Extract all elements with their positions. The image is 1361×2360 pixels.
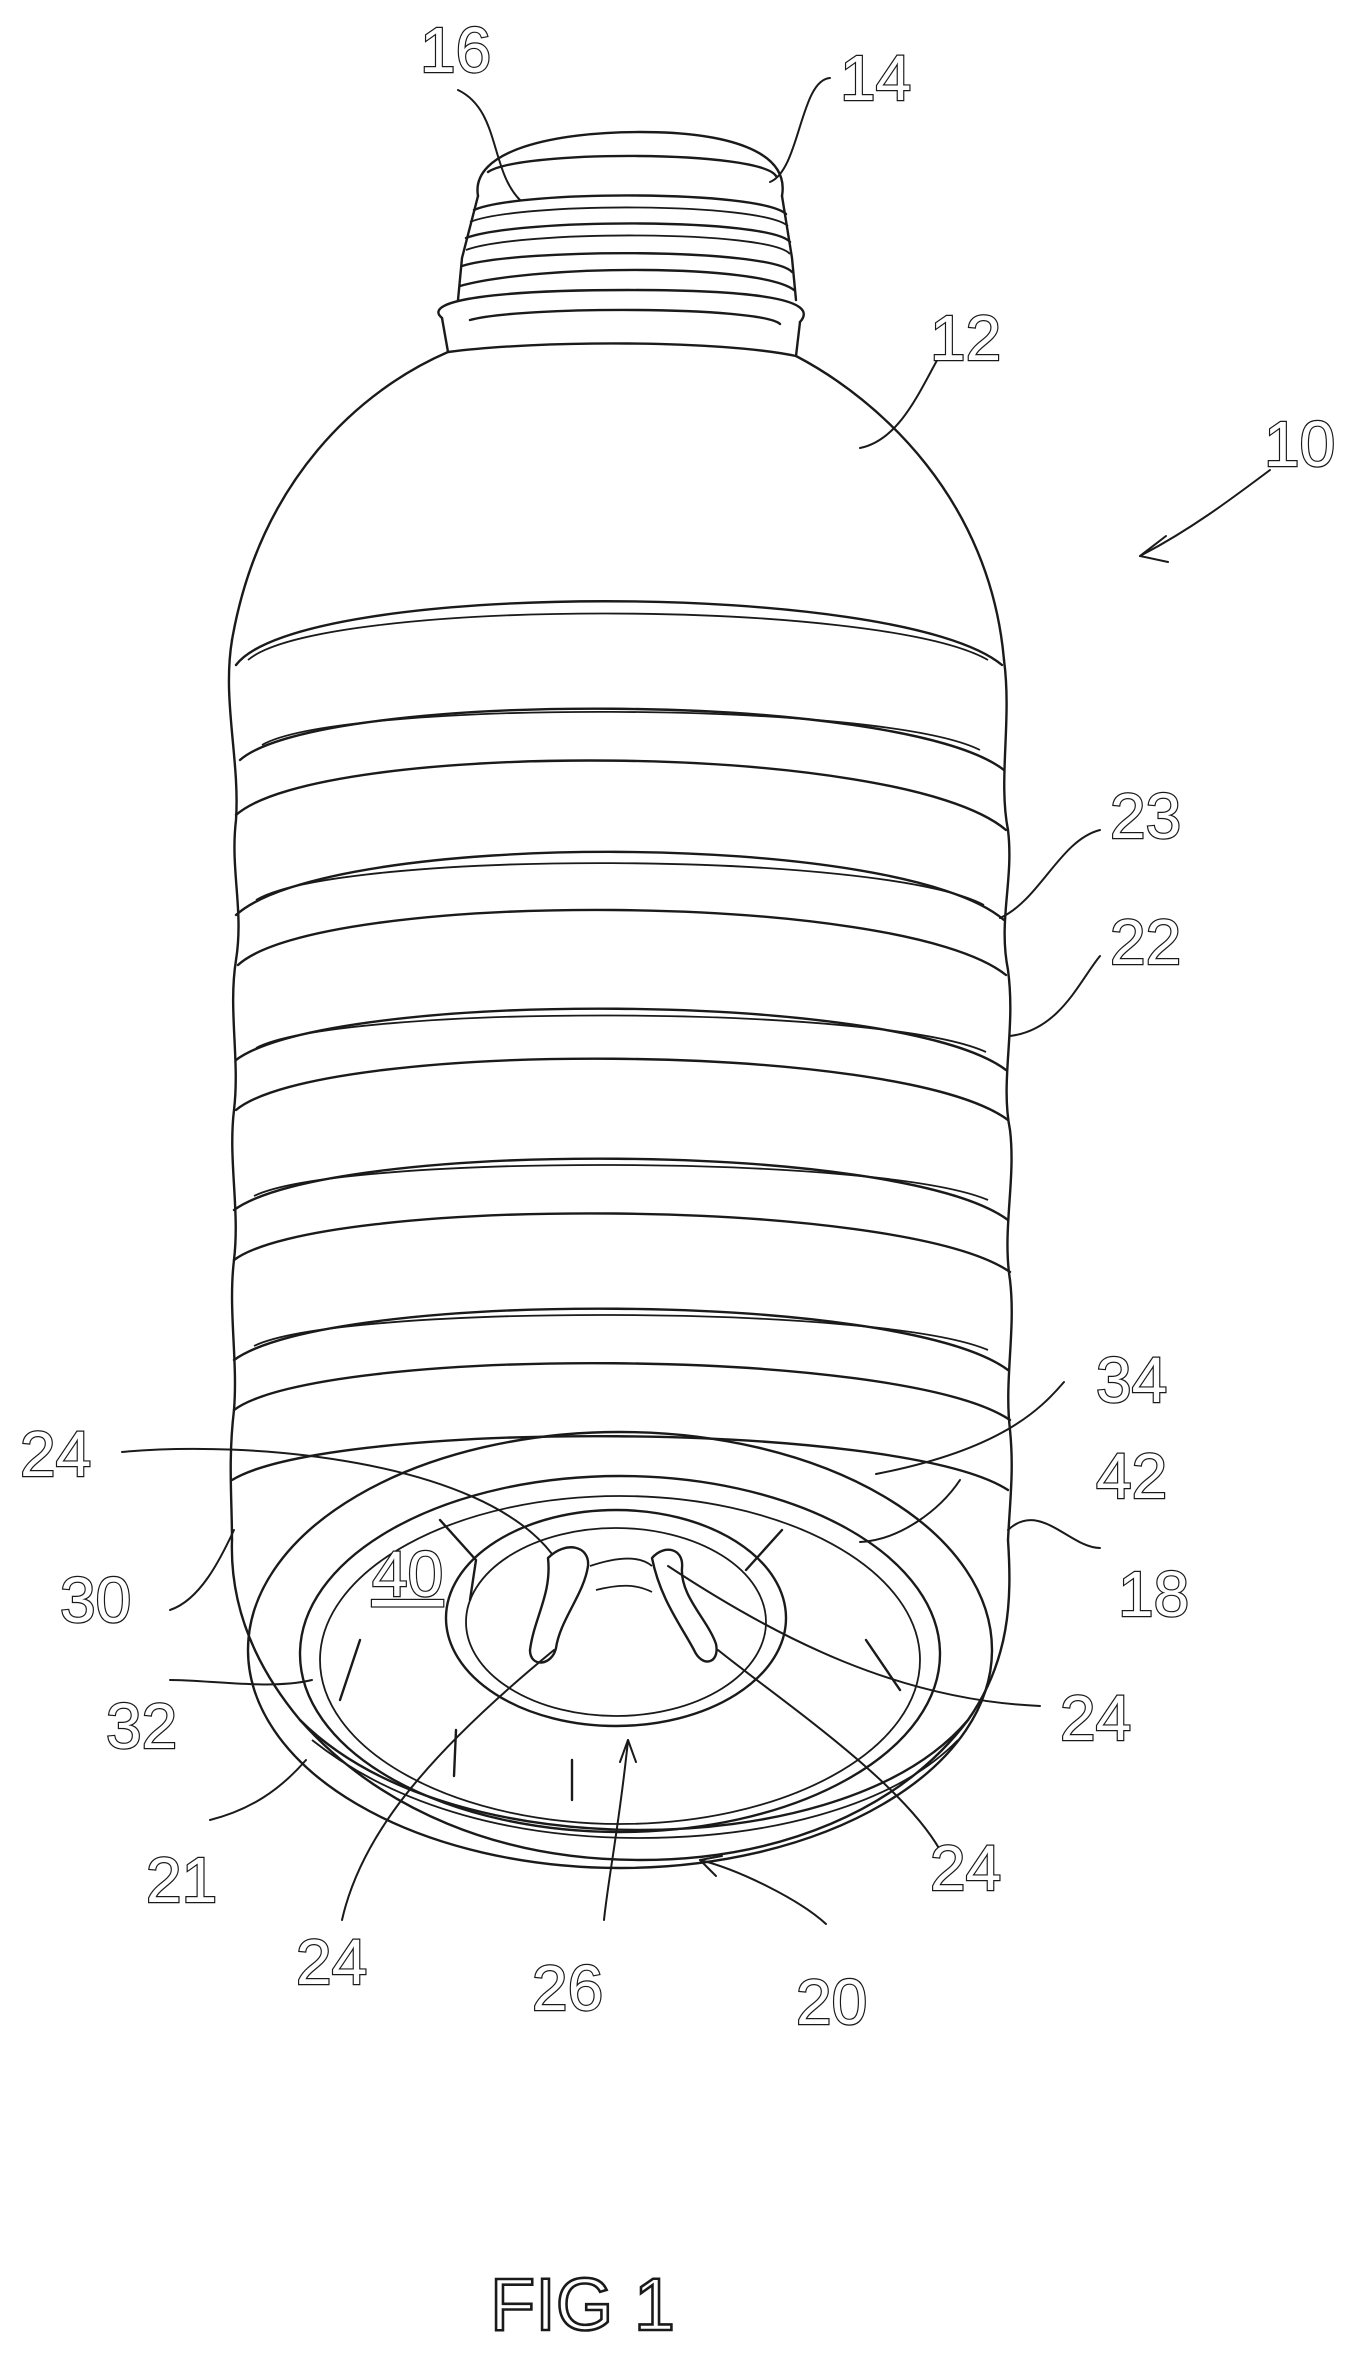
numeral-20: 20 (796, 1966, 867, 2038)
numeral-24-right: 24 (1060, 1682, 1131, 1754)
numeral-40: 40 (372, 1538, 443, 1610)
numeral-30: 30 (60, 1564, 131, 1636)
numeral-12: 12 (930, 302, 1001, 374)
numeral-24-bottom-left: 24 (296, 1926, 367, 1998)
numeral-16: 16 (420, 14, 491, 86)
bottle-neck-finish (438, 132, 803, 356)
numeral-18: 18 (1118, 1558, 1189, 1630)
bottle-body (229, 601, 1012, 1540)
bottle-drawing (229, 132, 1012, 1868)
numeral-21: 21 (146, 1844, 217, 1916)
numeral-34: 34 (1096, 1344, 1167, 1416)
numeral-23: 23 (1110, 780, 1181, 852)
figure-caption: FIG 1 (490, 2263, 675, 2346)
numeral-22: 22 (1110, 906, 1181, 978)
numeral-42: 42 (1096, 1440, 1167, 1512)
numeral-10: 10 (1264, 408, 1335, 480)
numeral-14: 14 (840, 42, 911, 114)
numeral-26: 26 (532, 1952, 603, 2024)
numeral-32: 32 (106, 1690, 177, 1762)
numeral-24-top-left: 24 (20, 1418, 91, 1490)
reference-numerals: 16 14 12 10 23 22 34 42 18 24 30 40 32 2… (20, 14, 1335, 2038)
numeral-24-lower-right: 24 (930, 1832, 1001, 1904)
